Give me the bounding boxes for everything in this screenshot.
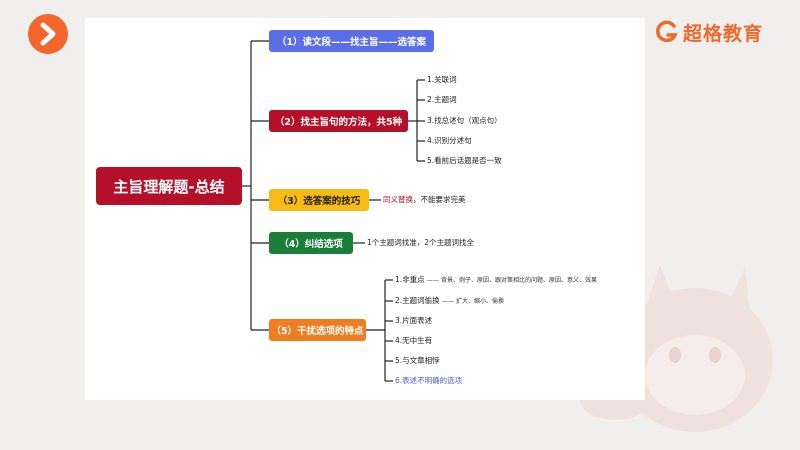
- mindmap-canvas: 主旨理解题-总结 （1）读文段——找主旨——选答案 （2）找主旨句的方法，共5种…: [85, 18, 645, 400]
- branch-5-item: 5.与文章相悖: [395, 356, 440, 365]
- brand-logo: 超格教育: [655, 18, 763, 46]
- branch-2-item: 4.识别分述句: [427, 136, 472, 145]
- branch-2-item: 1.关联词: [427, 75, 457, 84]
- branch-5-item: 6.表述不明确的选项: [395, 376, 463, 385]
- branch-1-node: （1）读文段——找主旨——选答案: [269, 30, 434, 52]
- root-node: 主旨理解题-总结: [96, 167, 242, 205]
- branch-5-item-text: 1.非重点: [395, 275, 425, 284]
- branch-2-item: 3.找总述句（观点句）: [427, 116, 502, 125]
- branch-5-item-text: 2.主题词偷换: [395, 296, 440, 305]
- branch-3-note-rest: ，不能要求完美: [413, 195, 466, 204]
- branch-2-node: （2）找主旨句的方法，共5种: [269, 110, 408, 132]
- branch-5-item-detail: —— 背景、例子、原因、跟对策相比的问题、原因、意义、效果: [427, 277, 597, 284]
- branch-5-item: 3.片面表述: [395, 316, 433, 325]
- branch-5-item: 1.非重点 —— 背景、例子、原因、跟对策相比的问题、原因、意义、效果: [395, 275, 597, 286]
- g-logo-icon: [656, 20, 678, 43]
- branch-3-node: （3）选答案的技巧: [269, 189, 369, 211]
- branch-4-note: 1个主题词找准，2个主题词找全: [367, 238, 475, 247]
- branch-5-item: 4.无中生有: [395, 336, 433, 345]
- branch-2-item: 5.看前后话题是否一致: [427, 156, 502, 165]
- branch-5-item-detail: —— 扩大、缩小、偷换: [442, 298, 504, 305]
- branch-5-item: 2.主题词偷换 —— 扩大、缩小、偷换: [395, 296, 504, 307]
- chevron-right-icon: [40, 22, 56, 46]
- brand-name: 超格教育: [683, 22, 764, 45]
- branch-4-node: （4）纠结选项: [269, 232, 353, 254]
- next-button[interactable]: [28, 14, 68, 54]
- branch-3-note: 同义替换，不能要求完美: [383, 195, 466, 205]
- branch-5-node: （5）干扰选项的特点: [269, 319, 366, 341]
- branch-3-note-highlight: 同义替换: [383, 195, 413, 204]
- connector-lines: [242, 40, 425, 382]
- branch-2-item: 2.主题词: [427, 95, 457, 104]
